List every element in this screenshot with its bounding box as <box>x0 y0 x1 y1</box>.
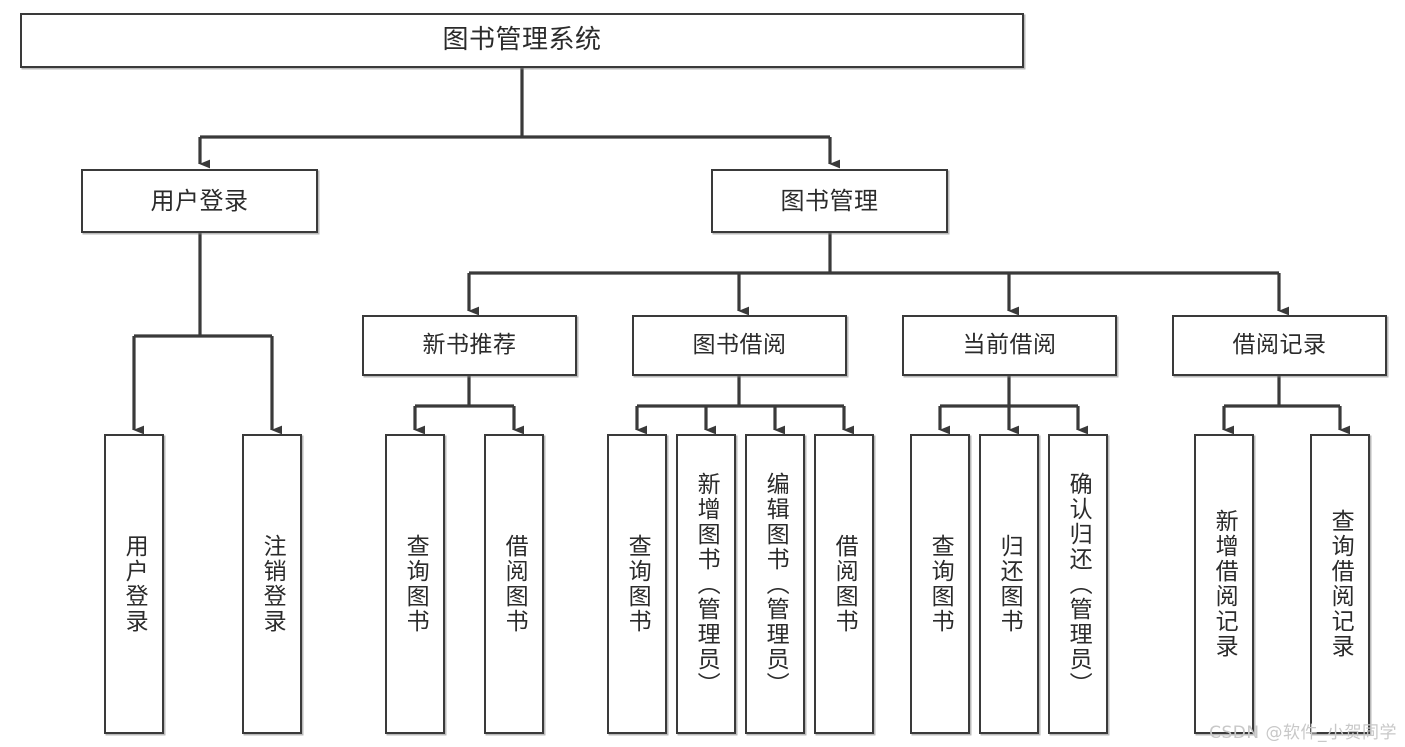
node-label: 新增借阅记录 <box>1211 509 1238 659</box>
leaf-add-book[interactable]: 新增图书（管理员） <box>676 434 736 734</box>
watermark-text: CSDN @软件_小贺同学 <box>1209 723 1397 743</box>
leaf-return-book[interactable]: 归还图书 <box>979 434 1039 734</box>
node-label: 查询借阅记录 <box>1327 509 1354 659</box>
node-label: 借阅记录 <box>1232 331 1327 358</box>
node-user-login[interactable]: 用户登录 <box>81 169 318 233</box>
leaf-query-book-3[interactable]: 查询图书 <box>910 434 970 734</box>
leaf-user-login[interactable]: 用户登录 <box>104 434 164 734</box>
node-label: 查询图书 <box>624 534 651 634</box>
leaf-edit-book[interactable]: 编辑图书（管理员） <box>745 434 805 734</box>
node-borrow-record[interactable]: 借阅记录 <box>1172 315 1387 376</box>
node-label: 新增图书（管理员） <box>693 471 720 697</box>
node-label: 当前借阅 <box>962 331 1057 358</box>
node-label: 注销登录 <box>259 534 286 634</box>
leaf-borrow-book-1[interactable]: 借阅图书 <box>484 434 544 734</box>
node-root-system[interactable]: 图书管理系统 <box>20 13 1024 68</box>
node-label: 新书推荐 <box>422 331 517 358</box>
leaf-query-book-1[interactable]: 查询图书 <box>385 434 445 734</box>
node-label: 借阅图书 <box>501 534 528 634</box>
node-book-management[interactable]: 图书管理 <box>711 169 948 233</box>
node-label: 编辑图书（管理员） <box>762 471 789 697</box>
leaf-confirm-return[interactable]: 确认归还（管理员） <box>1048 434 1108 734</box>
node-label: 图书管理 <box>780 186 879 215</box>
leaf-add-record[interactable]: 新增借阅记录 <box>1194 434 1254 734</box>
leaf-query-book-2[interactable]: 查询图书 <box>607 434 667 734</box>
node-label: 查询图书 <box>402 534 429 634</box>
leaf-logout-login[interactable]: 注销登录 <box>242 434 302 734</box>
node-book-borrow[interactable]: 图书借阅 <box>632 315 847 376</box>
node-label: 确认归还（管理员） <box>1065 471 1092 697</box>
node-label: 归还图书 <box>996 534 1023 634</box>
node-label: 图书借阅 <box>692 331 787 358</box>
node-label: 借阅图书 <box>831 534 858 634</box>
leaf-query-record[interactable]: 查询借阅记录 <box>1310 434 1370 734</box>
node-label: 用户登录 <box>121 534 148 634</box>
node-current-borrow[interactable]: 当前借阅 <box>902 315 1117 376</box>
node-label: 用户登录 <box>150 186 249 215</box>
node-label: 图书管理系统 <box>442 25 602 56</box>
leaf-borrow-book-2[interactable]: 借阅图书 <box>814 434 874 734</box>
node-label: 查询图书 <box>927 534 954 634</box>
node-new-book-recommend[interactable]: 新书推荐 <box>362 315 577 376</box>
